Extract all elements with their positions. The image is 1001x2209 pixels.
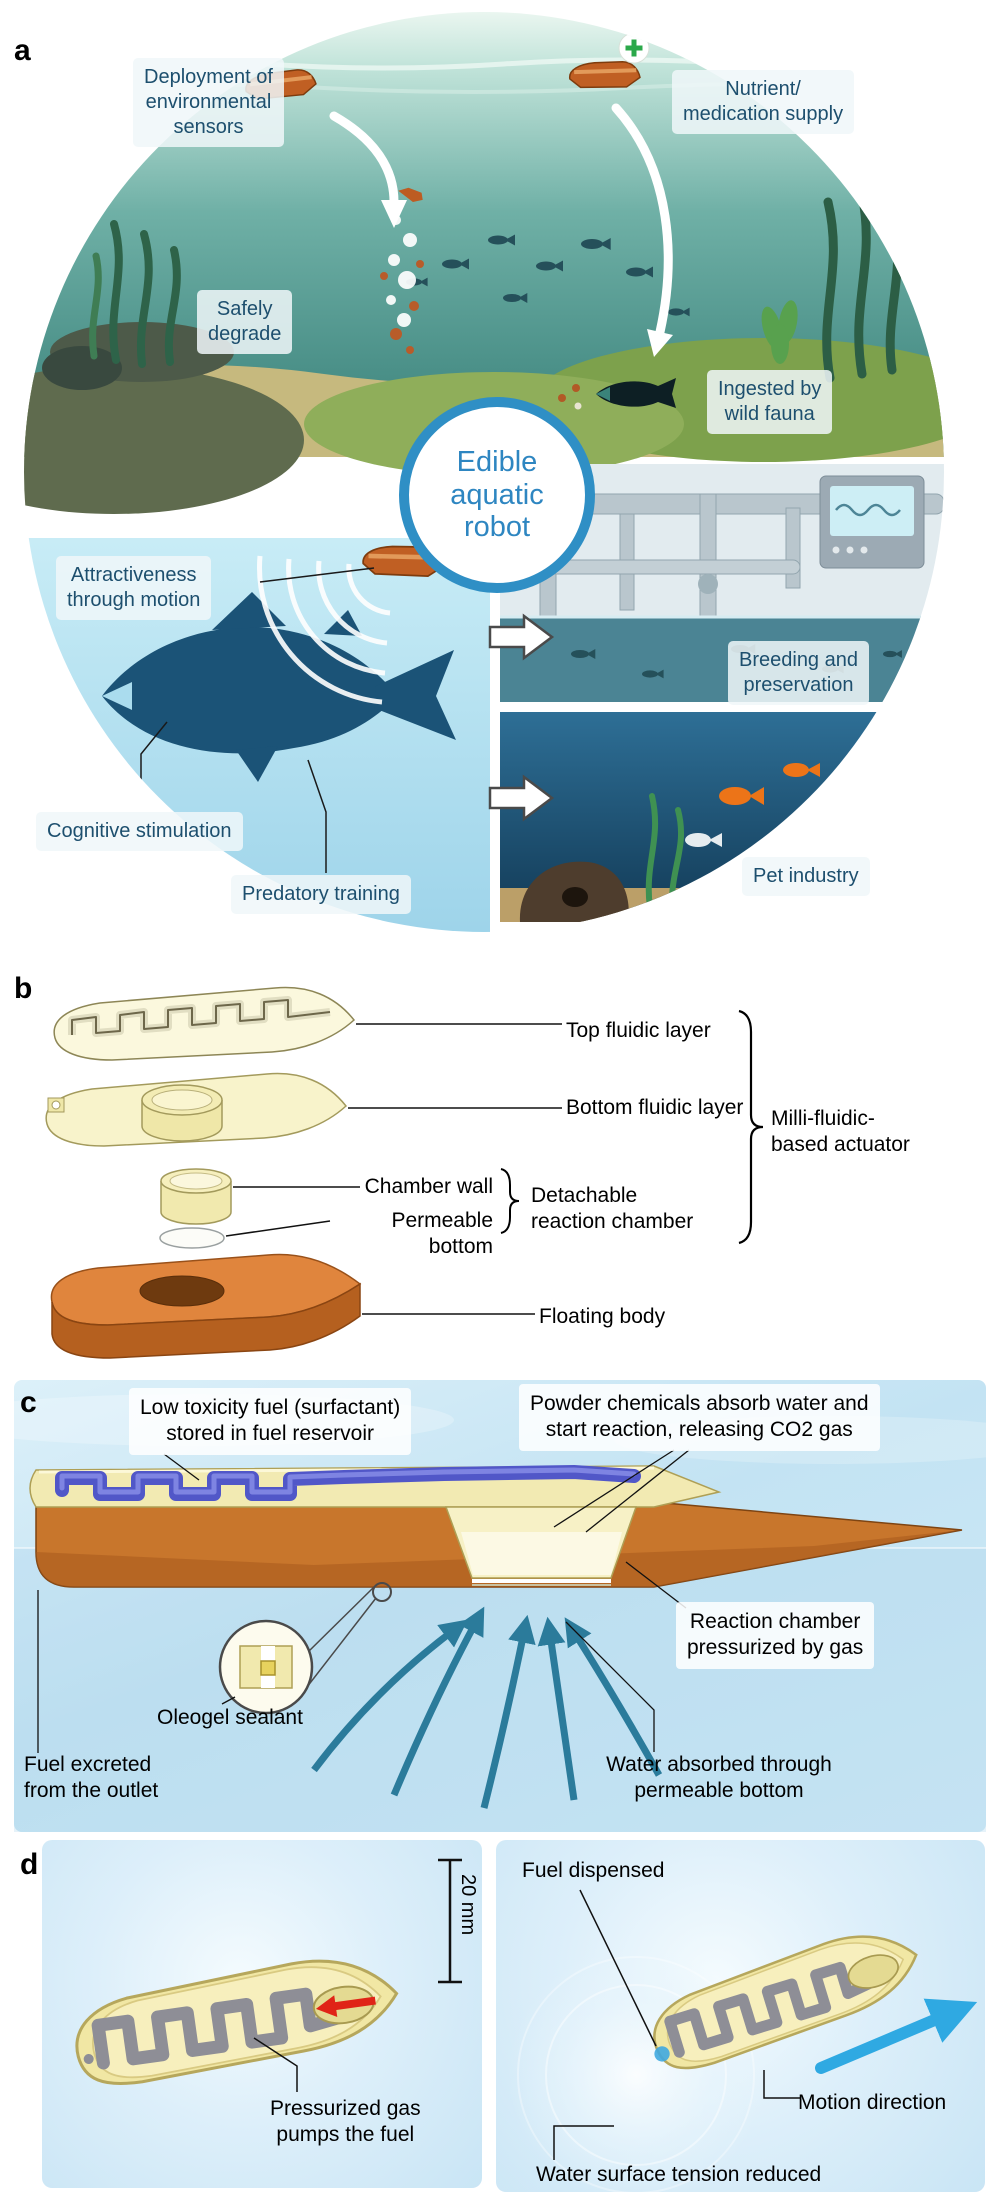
label-top-fluidic: Top fluidic layer	[566, 1019, 711, 1042]
label-pressurized-gas: Pressurized gas pumps the fuel	[270, 2097, 421, 2147]
big-brace	[738, 1009, 764, 1245]
feeding-fish	[558, 378, 676, 410]
block-arrow-right-icon	[488, 774, 555, 822]
floating-body	[50, 1253, 362, 1359]
white-arrow-down-icon	[611, 103, 673, 357]
pumps-connector	[253, 2037, 298, 2092]
fish-silhouette	[102, 592, 456, 782]
label-bottom-fluidic: Bottom fluidic layer	[566, 1096, 744, 1119]
label-fuel-reservoir: Low toxicity fuel (surfactant) stored in…	[129, 1388, 412, 1455]
label-fuel-excreted: Fuel excreted from the outlet	[24, 1753, 159, 1803]
medical-cross-icon	[618, 32, 650, 64]
plant	[761, 300, 798, 364]
panel-d-right-scene: Fuel dispensed Motion direction Water su…	[496, 1840, 985, 2192]
panel-b-connectors	[225, 1023, 562, 1315]
panel-b-letter: b	[14, 972, 33, 1005]
panel-c-illustration	[14, 1394, 986, 1832]
scale-label: 20 mm	[457, 1874, 479, 1936]
fish-mouth	[102, 682, 132, 710]
robot-boat-moving	[640, 1917, 931, 2079]
edible-aquatic-robot-badge: Edible aquatic robot	[399, 397, 595, 593]
water-arrows	[311, 1606, 663, 1809]
label-millifluidic: Milli-fluidic- based actuator	[771, 1107, 910, 1156]
label-predatory: Predatory training	[231, 875, 411, 914]
label-powder-chemicals: Powder chemicals absorb water and start …	[519, 1384, 880, 1451]
small-brace	[500, 1168, 520, 1234]
sonar-arcs-icon	[257, 555, 391, 705]
block-arrow-right-icon	[488, 613, 555, 661]
edible-aquatic-robot-label: Edible aquatic robot	[450, 446, 544, 544]
panel-d-connectors	[553, 1889, 801, 2160]
motion-arrow-icon	[815, 1998, 978, 2074]
label-ingested: Ingested by wild fauna	[707, 370, 833, 434]
robot-boat-top-view	[67, 1948, 406, 2092]
label-attractiveness: Attractiveness through motion	[56, 556, 212, 620]
fuel-channels	[55, 1465, 641, 1501]
label-floating-body: Floating body	[539, 1305, 666, 1328]
bottom-fluidic-layer	[45, 1072, 347, 1147]
label-safely-degrade: Safely degrade	[197, 290, 293, 354]
seaweed-left	[109, 220, 181, 368]
white-arrow-down-icon	[329, 111, 407, 228]
scale-bar	[438, 1858, 462, 1984]
panel-d-left-scene: 20 mm Pressurized gas pumps the fuel	[42, 1840, 482, 2188]
label-cognitive: Cognitive stimulation	[36, 812, 243, 851]
panel-c-cross-section: Low toxicity fuel (surfactant) stored in…	[14, 1380, 986, 1832]
fuel-droplet	[654, 2046, 670, 2062]
oleogel-magnifier	[218, 1582, 392, 1715]
label-pet-industry: Pet industry	[742, 857, 870, 896]
aquarium-photo	[500, 712, 944, 922]
panel-c-connectors	[37, 1449, 690, 1753]
control-panel	[819, 475, 925, 569]
label-reaction-chamber: Reaction chamber pressurized by gas	[676, 1602, 875, 1669]
label-chamber-wall: Chamber wall	[364, 1175, 493, 1198]
label-nutrient: Nutrient/ medication supply	[672, 70, 855, 134]
label-tension-reduced: Water surface tension reduced	[536, 2163, 822, 2186]
panel-d-letter: d	[20, 1848, 39, 1881]
permeable-bottom	[159, 1227, 225, 1249]
label-deployment: Deployment of environmental sensors	[133, 58, 284, 147]
label-fuel-dispensed: Fuel dispensed	[522, 1859, 665, 1882]
top-fluidic-layer	[53, 986, 355, 1061]
label-water-absorbed: Water absorbed through permeable bottom	[606, 1753, 832, 1803]
panel-b-exploded-view	[45, 986, 764, 1359]
label-permeable-bottom: Permeable bottom	[391, 1209, 493, 1258]
panel-c-letter: c	[20, 1386, 37, 1419]
reaction-chamber	[444, 1506, 638, 1586]
robot-boat-supply	[569, 61, 641, 89]
degrading-bubbles	[380, 187, 424, 354]
label-motion-direction: Motion direction	[798, 2091, 947, 2114]
label-oleogel: Oleogel sealant	[157, 1706, 303, 1729]
panel-d-left-illustration	[67, 1858, 462, 2092]
label-breeding: Breeding and preservation	[728, 641, 869, 705]
chamber-wall	[160, 1168, 232, 1225]
panel-d-right-illustration	[508, 1889, 978, 2192]
red-arrow-icon	[315, 1995, 376, 2017]
panel-a-letter: a	[14, 34, 31, 67]
label-detachable: Detachable reaction chamber	[531, 1184, 694, 1233]
